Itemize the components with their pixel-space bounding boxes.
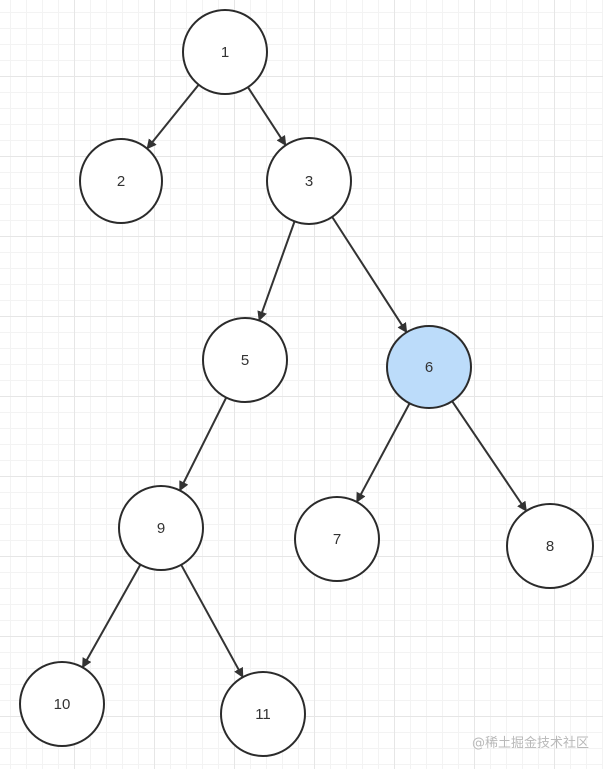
tree-node-3: 3 (266, 137, 352, 225)
edges-layer (81, 84, 528, 679)
node-circle-6 (386, 325, 472, 409)
edge-9-to-10 (81, 564, 142, 669)
node-circle-10 (19, 661, 105, 747)
node-label-3: 3 (305, 173, 313, 190)
edge-3-to-6 (331, 216, 408, 334)
tree-node-10: 10 (19, 661, 105, 747)
node-circle-5 (202, 317, 288, 403)
edge-9-to-11 (180, 564, 244, 679)
node-label-11: 11 (255, 706, 271, 723)
tree-node-11: 11 (220, 671, 306, 757)
node-label-1: 1 (221, 44, 229, 61)
node-circle-1 (182, 9, 268, 95)
node-circle-11 (220, 671, 306, 757)
edge-1-to-3 (247, 86, 287, 147)
node-label-10: 10 (54, 696, 71, 713)
node-circle-8 (506, 503, 594, 589)
node-circle-2 (79, 138, 163, 224)
edge-6-to-7 (355, 402, 411, 503)
node-label-7: 7 (333, 531, 341, 548)
tree-node-6: 6 (386, 325, 472, 409)
tree-node-7: 7 (294, 496, 380, 582)
edge-6-to-8 (451, 400, 528, 512)
node-label-2: 2 (117, 173, 125, 190)
node-label-5: 5 (241, 352, 249, 369)
node-circle-3 (266, 137, 352, 225)
node-label-6: 6 (425, 359, 433, 376)
node-label-9: 9 (157, 520, 165, 537)
node-circle-7 (294, 496, 380, 582)
edge-5-to-9 (178, 397, 228, 492)
watermark: @稀土掘金技术社区 (471, 736, 589, 751)
tree-node-2: 2 (79, 138, 163, 224)
tree-node-9: 9 (118, 485, 204, 571)
edge-1-to-2 (146, 84, 200, 150)
tree-node-5: 5 (202, 317, 288, 403)
edge-3-to-5 (257, 221, 296, 322)
node-circle-9 (118, 485, 204, 571)
nodes-layer: 1 2 3 5 6 7 8 9 10 11 (19, 9, 594, 757)
tree-node-8: 8 (506, 503, 594, 589)
node-label-8: 8 (546, 538, 554, 555)
tree-node-1: 1 (182, 9, 268, 95)
